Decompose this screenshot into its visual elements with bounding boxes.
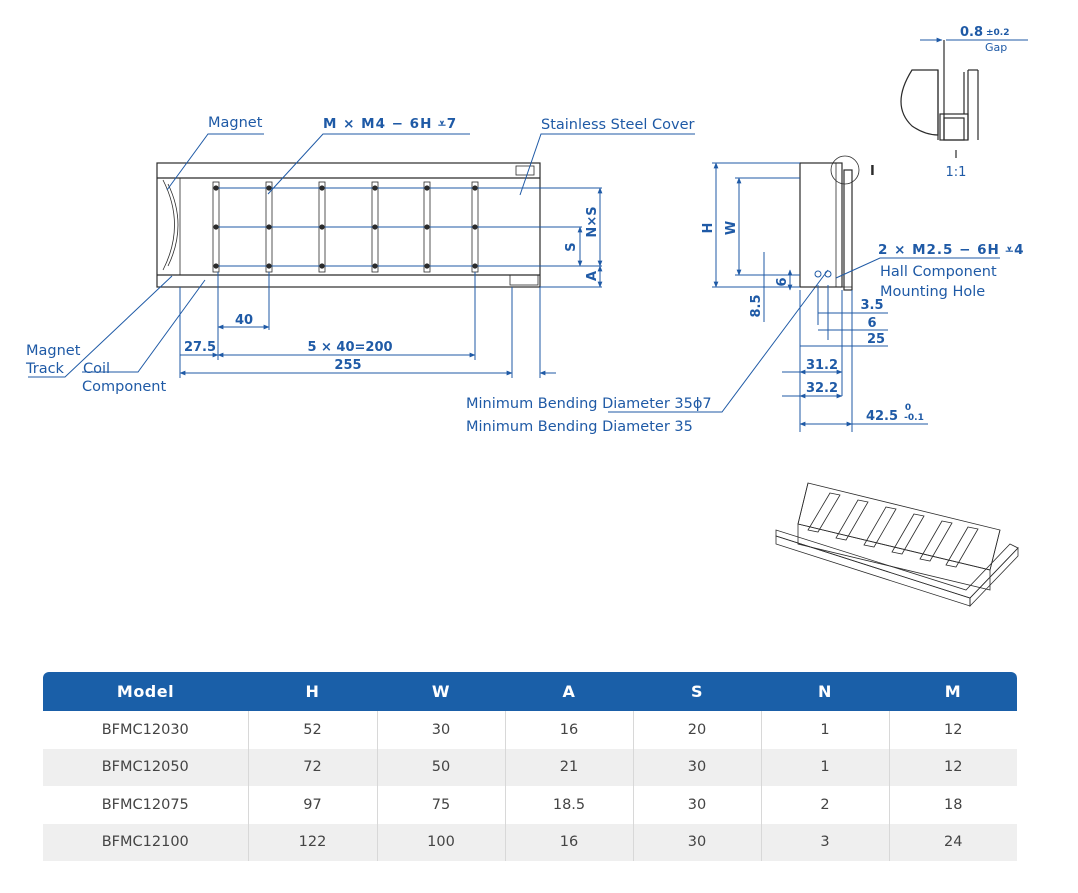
label-bending-1: Minimum Bending Diameter 35ϕ7 xyxy=(466,396,712,412)
top-view: S N×S A 40 27.5 5 × 40=200 255 xyxy=(28,133,829,413)
cell-a: 21 xyxy=(505,748,634,786)
table-row: BFMC12050 72 50 21 30 1 12 xyxy=(43,748,1017,786)
dim-8-5: 8.5 xyxy=(749,294,764,317)
cell-n: 1 xyxy=(761,748,890,786)
gap-value: 0.8 xyxy=(960,25,983,40)
detail-view: 0.8 ±0.2 Gap 1:1 xyxy=(900,25,1028,180)
cell-m: 12 xyxy=(889,748,1017,786)
side-view: I H W 6 8.5 3.5 6 25 31.2 xyxy=(701,155,1000,432)
cell-model: BFMC12030 xyxy=(43,711,249,749)
col-header-m: M xyxy=(889,672,1017,711)
dim-27-5: 27.5 xyxy=(184,340,216,355)
col-header-w: W xyxy=(377,672,505,711)
col-header-a: A xyxy=(505,672,633,711)
dim-6v: 6 xyxy=(775,277,790,286)
label-coil-1: Coil xyxy=(83,361,110,377)
cell-h: 52 xyxy=(248,711,378,749)
cell-h: 97 xyxy=(248,786,378,824)
label-magnet-track-1: Magnet xyxy=(26,343,81,359)
cell-w: 30 xyxy=(377,711,506,749)
cell-a: 18.5 xyxy=(505,786,634,824)
cell-m: 18 xyxy=(889,786,1017,824)
dim-S: S xyxy=(564,242,579,251)
cell-s: 20 xyxy=(633,711,762,749)
cell-a: 16 xyxy=(505,823,634,861)
cell-model: BFMC12050 xyxy=(43,748,249,786)
label-stainless-cover: Stainless Steel Cover xyxy=(541,117,695,133)
cell-s: 30 xyxy=(633,786,762,824)
cell-w: 100 xyxy=(377,823,506,861)
detail-scale: 1:1 xyxy=(946,165,967,180)
cell-model: BFMC12075 xyxy=(43,786,249,824)
cell-a: 16 xyxy=(505,711,634,749)
dim-W: W xyxy=(724,221,739,235)
dim-40: 40 xyxy=(235,313,253,328)
label-hall-1: Hall Component xyxy=(880,264,997,280)
dim-42-5: 42.5 xyxy=(866,409,898,424)
dim-tol-up: 0 xyxy=(905,403,911,413)
table-row: BFMC12030 52 30 16 20 1 12 xyxy=(43,711,1017,749)
gap-label: Gap xyxy=(985,41,1007,54)
label-magnet-track-2: Track xyxy=(25,361,65,377)
cell-n: 1 xyxy=(761,711,890,749)
dim-NxS: N×S xyxy=(585,206,600,237)
technical-drawing: S N×S A 40 27.5 5 × 40=200 255 xyxy=(25,25,1028,607)
cell-n: 2 xyxy=(761,786,890,824)
cell-h: 72 xyxy=(248,748,378,786)
cell-h: 122 xyxy=(248,823,378,861)
gap-tolerance: ±0.2 xyxy=(986,28,1009,38)
dim-25: 25 xyxy=(867,332,885,347)
dim-6: 6 xyxy=(867,316,876,331)
col-header-model: Model xyxy=(43,672,248,711)
dim-31-2: 31.2 xyxy=(806,358,838,373)
col-header-h: H xyxy=(248,672,377,711)
label-hall-2: Mounting Hole xyxy=(880,284,985,300)
label-coil-2: Component xyxy=(82,379,166,395)
cell-n: 3 xyxy=(761,823,890,861)
label-magnet: Magnet xyxy=(208,115,263,131)
cell-s: 30 xyxy=(633,823,762,861)
dim-255: 255 xyxy=(334,358,361,373)
dim-3-5: 3.5 xyxy=(860,298,883,313)
table-header-row: Model H W A S N M xyxy=(43,672,1017,711)
cell-m: 24 xyxy=(889,823,1017,861)
col-header-s: S xyxy=(633,672,761,711)
dim-tol-dn: -0.1 xyxy=(904,413,924,423)
label-hall-spec: 2 × M2.5 − 6H ⩡4 xyxy=(878,242,1025,258)
dim-32-2: 32.2 xyxy=(806,381,838,396)
col-header-n: N xyxy=(761,672,889,711)
table-row: BFMC12100 122 100 16 30 3 24 xyxy=(43,823,1017,861)
cell-m: 12 xyxy=(889,711,1017,749)
spec-table: Model H W A S N M BFMC12030 52 30 16 20 … xyxy=(43,672,1017,861)
table-row: BFMC12075 97 75 18.5 30 2 18 xyxy=(43,786,1017,824)
cell-s: 30 xyxy=(633,748,762,786)
dim-A: A xyxy=(585,271,600,281)
isometric-view xyxy=(775,482,1019,607)
mounting-holes xyxy=(213,185,478,269)
iso-slots xyxy=(807,492,979,568)
cell-model: BFMC12100 xyxy=(43,823,249,861)
dim-pitch: 5 × 40=200 xyxy=(307,340,392,355)
label-bending-2: Minimum Bending Diameter 35 xyxy=(466,419,693,435)
svg-text:I: I xyxy=(870,164,875,179)
cell-w: 50 xyxy=(377,748,506,786)
label-hole-spec: M × M4 − 6H ⩡7 xyxy=(323,116,457,132)
dim-H: H xyxy=(701,223,716,234)
cell-w: 75 xyxy=(377,786,506,824)
